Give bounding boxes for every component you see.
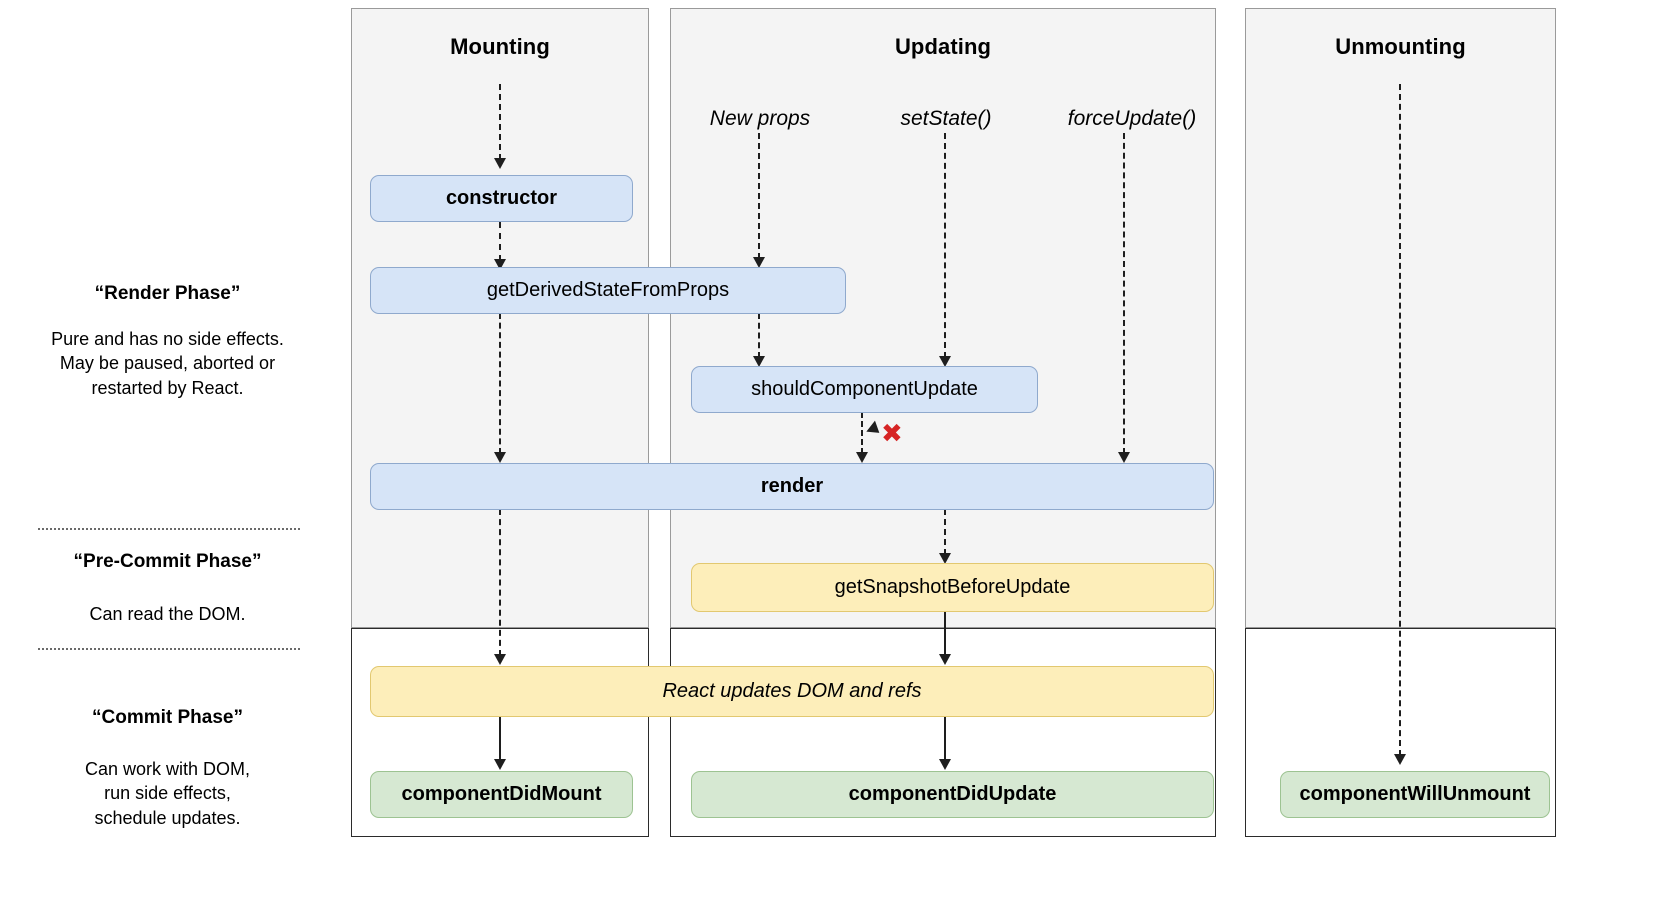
node-react-updates-dom-and-refs[interactable]: React updates DOM and refs [370, 666, 1214, 717]
arrow-dom-update-to-cdu [939, 716, 951, 770]
phase-body-render: Pure and has no side effects. May be pau… [51, 329, 284, 398]
phase-body-pre-commit: Can read the DOM. [89, 604, 246, 624]
arrow-mount-start-to-constructor [494, 84, 506, 169]
node-get-derived-state-from-props[interactable]: getDerivedStateFromProps [370, 267, 846, 314]
node-get-snapshot-before-update[interactable]: getSnapshotBeforeUpdate [691, 563, 1214, 612]
column-title-mounting: Mounting [450, 34, 550, 59]
arrow-gdsfp-to-scu [753, 313, 765, 367]
bailout-x-icon: ✖ [881, 419, 903, 449]
trigger-new-props: New props [709, 107, 811, 130]
column-title-unmounting: Unmounting [1335, 34, 1466, 59]
phase-title-commit: “Commit Phase” [92, 707, 243, 728]
arrow-unmount-start-to-cwu [1394, 84, 1406, 765]
column-updating: Updating [670, 8, 1216, 837]
legend-divider-bottom [38, 648, 300, 650]
legend-divider-top [38, 528, 300, 530]
trigger-force-update: forceUpdate() [1067, 107, 1197, 130]
phase-title-render: “Render Phase” [94, 283, 241, 304]
node-constructor[interactable]: constructor [370, 175, 633, 222]
arrow-gsbu-to-dom-update [939, 611, 951, 665]
arrow-force-update-to-render [1118, 133, 1130, 463]
trigger-set-state: setState() [900, 107, 992, 130]
arrow-scu-to-render [856, 412, 868, 463]
node-should-component-update[interactable]: shouldComponentUpdate [691, 366, 1038, 413]
arrow-set-state-to-scu [939, 133, 951, 367]
arrow-new-props-to-gdsfp [753, 133, 765, 268]
node-component-will-unmount[interactable]: componentWillUnmount [1280, 771, 1550, 818]
arrow-render-to-gsbu [939, 509, 951, 564]
node-render[interactable]: render [370, 463, 1214, 510]
phase-body-commit: Can work with DOM, run side effects, sch… [84, 759, 251, 828]
node-component-did-update[interactable]: componentDidUpdate [691, 771, 1214, 818]
phase-title-pre-commit: “Pre-Commit Phase” [73, 551, 262, 572]
node-component-did-mount[interactable]: componentDidMount [370, 771, 633, 818]
arrow-gdsfp-to-render-mounting [494, 313, 506, 463]
updating-render-phase-region [670, 8, 1216, 628]
arrow-render-to-dom-update-mounting [494, 509, 506, 665]
arrow-constructor-to-gdsfp [494, 222, 506, 270]
arrow-dom-update-to-cdm [494, 716, 506, 770]
column-title-updating: Updating [894, 34, 992, 59]
